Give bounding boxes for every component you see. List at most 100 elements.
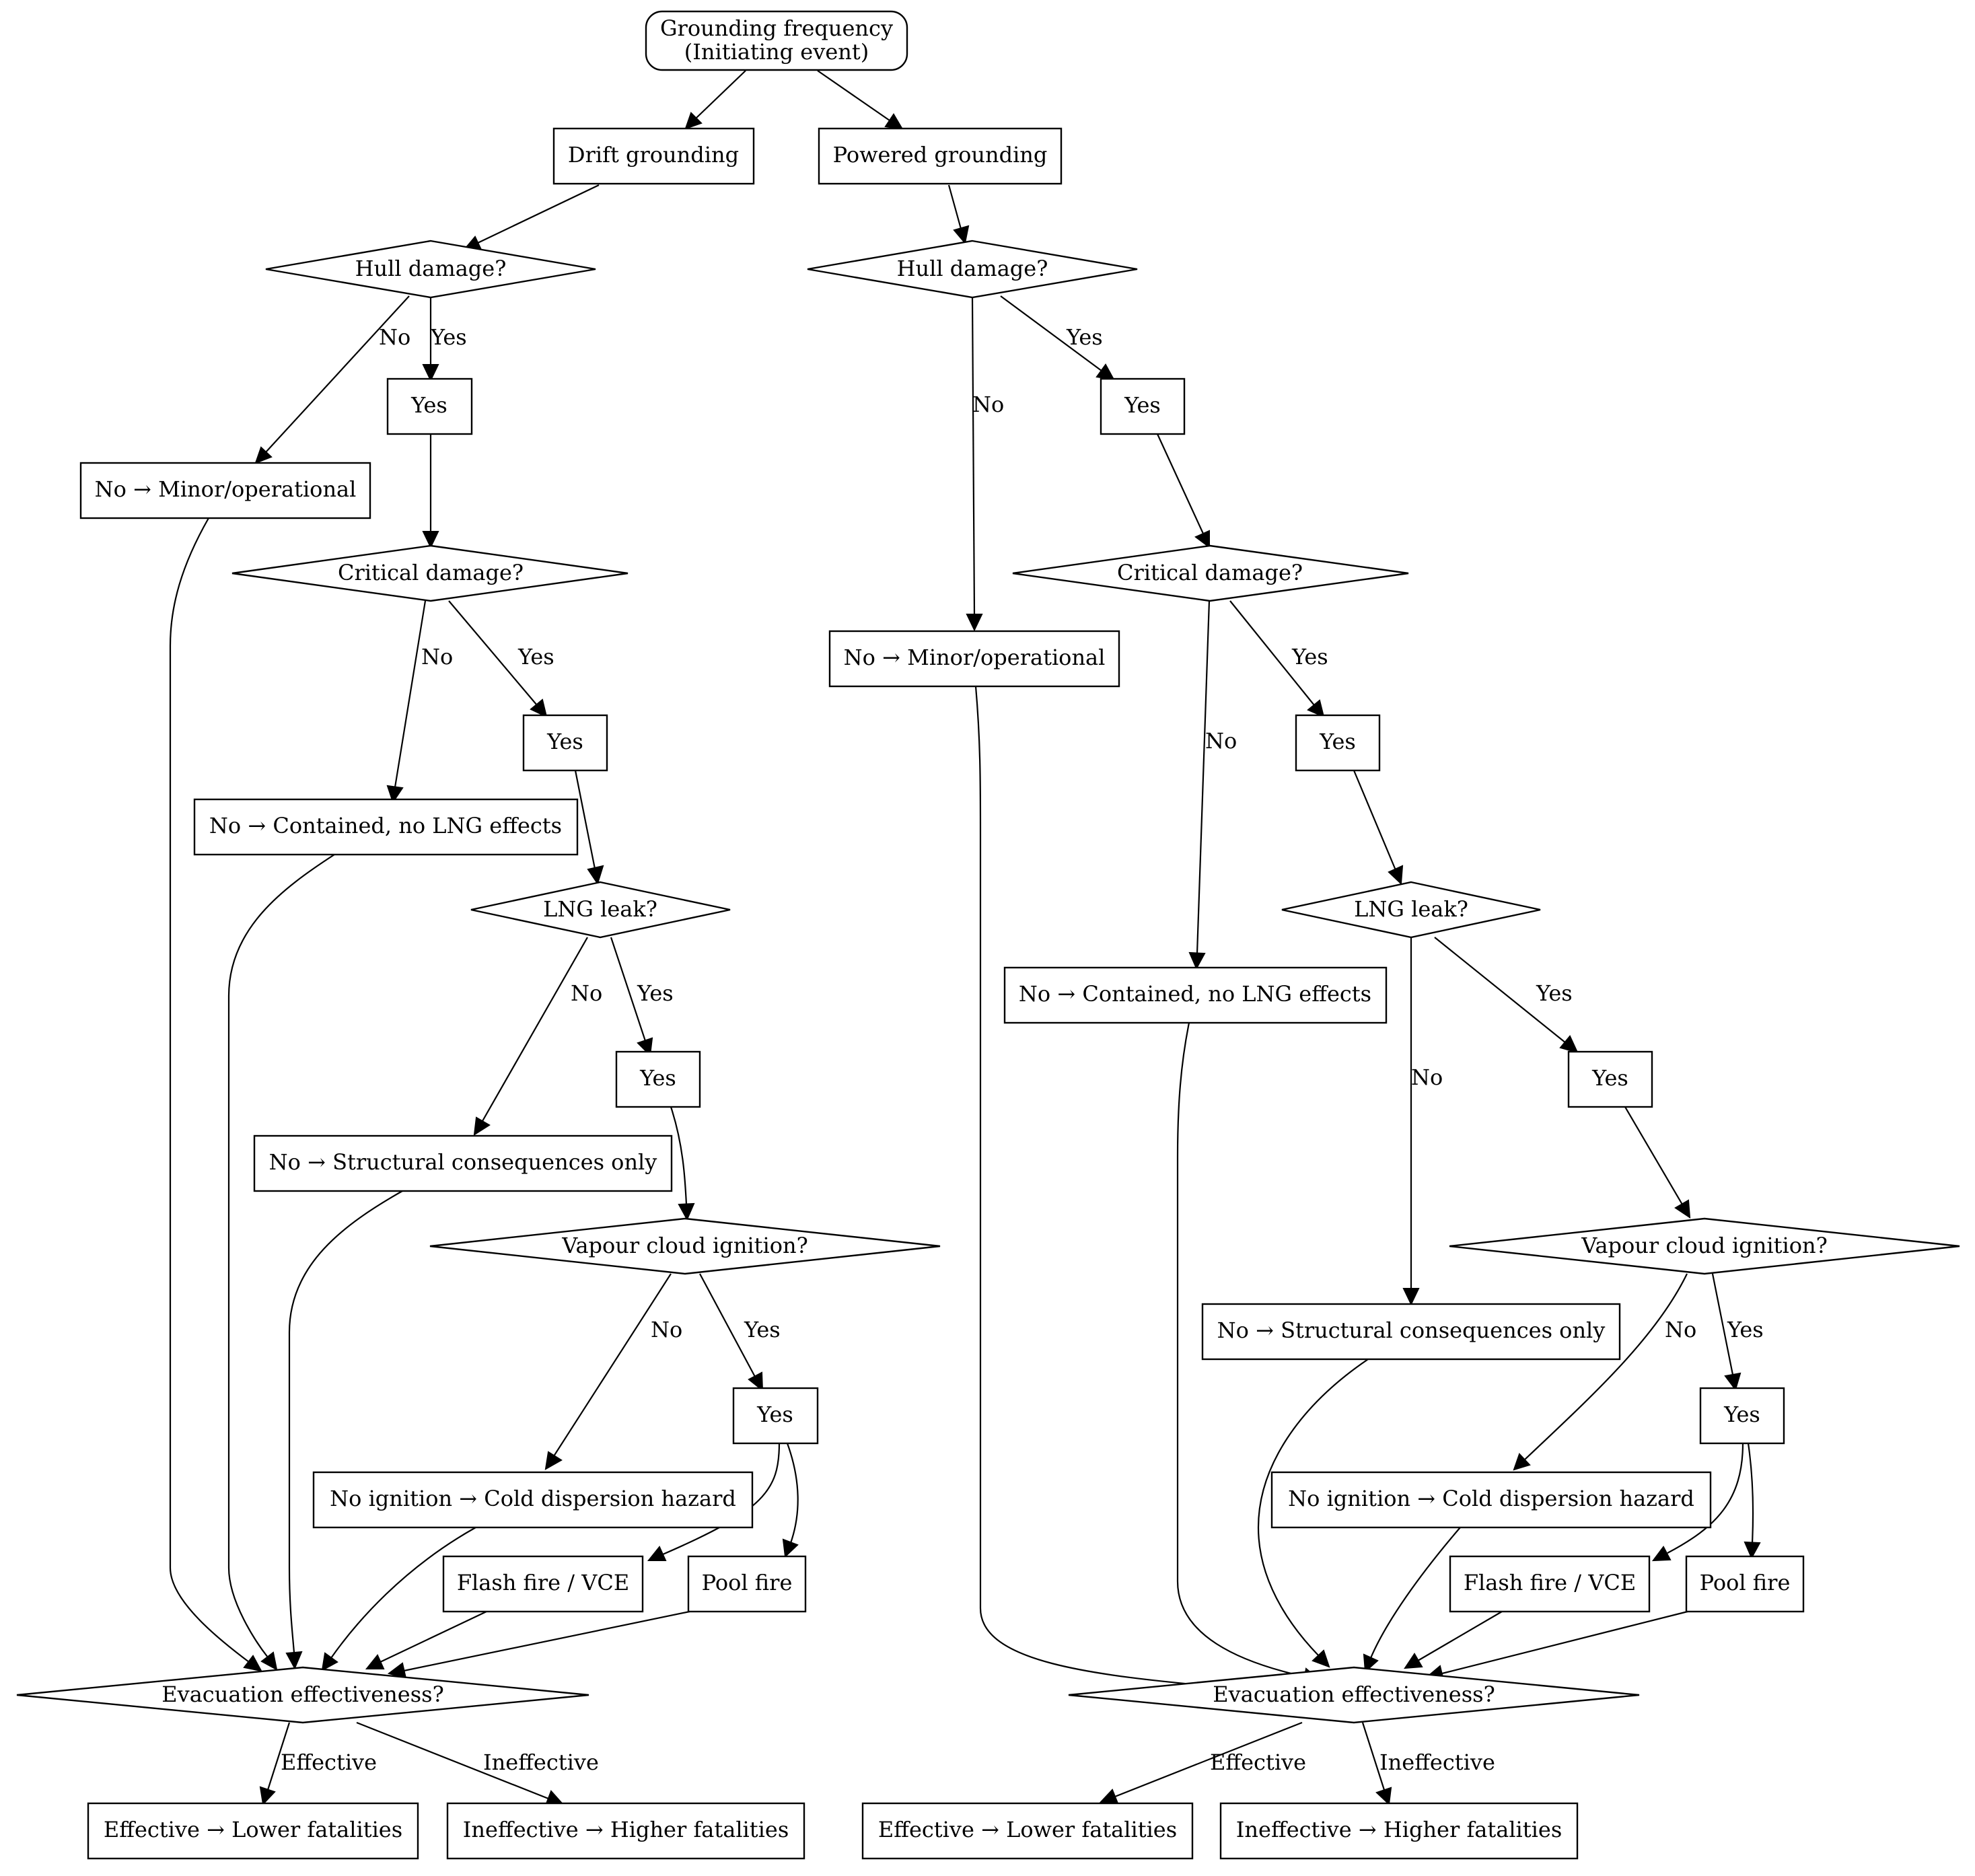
edge-leakno-evac (285, 1190, 403, 1670)
edge-pool-evac (387, 1610, 690, 1680)
node-pool-fire: Pool fire (687, 1555, 807, 1613)
edge-drift-hull (462, 184, 600, 250)
edge-rcrit-no (1188, 600, 1211, 970)
edge-rflash-evac (1404, 1611, 1503, 1669)
node-label: No → Structural consequences only (269, 1149, 657, 1175)
edge-rleakno-evac (1257, 1359, 1369, 1668)
root-line-1: Grounding frequency (660, 15, 893, 41)
node-label: Evacuation effectiveness? (161, 1682, 443, 1707)
node-contained-no-lng: No → Contained, no LNG effects (1003, 966, 1388, 1024)
edge-label-yes: Yes (517, 644, 554, 670)
edge-label-yes: Yes (1066, 324, 1103, 350)
node-label: Pool fire (1700, 1570, 1791, 1595)
edge-rignyes-flash (1651, 1443, 1744, 1562)
node-label: Vapour cloud ignition? (561, 1233, 807, 1258)
node-pool-fire: Pool fire (1685, 1555, 1805, 1613)
edge-label-effective: Effective (1210, 1749, 1306, 1775)
edge-rhullno-evac (974, 686, 1245, 1696)
node-label: Yes (1124, 392, 1161, 418)
root-line-2: (Initiating event) (684, 39, 869, 65)
node-initiating-event: Grounding frequency (Initiating event) (645, 10, 908, 71)
edge-label-no: No (571, 980, 602, 1006)
edge-label-effective: Effective (281, 1749, 377, 1775)
node-lower-fatalities: Effective → Lower fatalities (861, 1802, 1194, 1860)
edge-label-yes: Yes (430, 324, 467, 350)
edge-labels: No Yes No Yes No Yes No Yes Effective In… (281, 324, 1764, 1775)
node-label: LNG leak? (543, 896, 657, 922)
node-flash-fire-vce: Flash fire / VCE (1449, 1555, 1651, 1613)
edge-ignyes-flash (647, 1443, 781, 1561)
edge-label-no: No (972, 392, 1004, 417)
edge-rignno-evac (1363, 1527, 1461, 1673)
node-structural-only: No → Structural consequences only (253, 1134, 673, 1192)
edge-rignyes-pool (1744, 1443, 1761, 1560)
edge-rcrityes-leak (1353, 770, 1404, 886)
edge-label-yes: Yes (637, 980, 674, 1006)
node-structural-only: No → Structural consequences only (1201, 1303, 1621, 1361)
node-minor-operational: No → Minor/operational (79, 462, 371, 519)
node-label: No → Structural consequences only (1217, 1318, 1606, 1343)
edge-label-no: No (421, 644, 453, 670)
node-label: Pool fire (702, 1570, 793, 1595)
node-lng-leak-yes: Yes (1567, 1050, 1653, 1108)
node-label: Effective → Lower fatalities (104, 1817, 402, 1842)
node-label: Hull damage? (897, 256, 1048, 281)
node-label: No → Minor/operational (844, 645, 1106, 670)
edge-hullno-evac (169, 517, 262, 1672)
edge-label-yes: Yes (1727, 1317, 1764, 1342)
edge-rleak-yes (1434, 937, 1579, 1054)
node-powered-grounding: Powered grounding (818, 127, 1063, 185)
edge-label-yes: Yes (1536, 980, 1573, 1006)
node-label: No ignition → Cold dispersion hazard (1288, 1486, 1694, 1511)
node-hull-damage-question: Hull damage? (265, 240, 596, 299)
edge-powered-hull (947, 184, 970, 245)
node-label: Yes (1591, 1065, 1628, 1091)
node-hull-damage-yes: Yes (386, 377, 473, 435)
edge-root-powered (817, 70, 904, 131)
node-critical-damage-question: Critical damage? (1012, 544, 1409, 602)
edge-rhullyes-crit (1157, 433, 1210, 548)
node-label: Evacuation effectiveness? (1213, 1682, 1495, 1707)
edge-hullyes-crit (422, 434, 439, 549)
edge-ign-yes (699, 1273, 764, 1392)
node-flash-fire-vce: Flash fire / VCE (442, 1555, 644, 1613)
edge-leakyes-ign (670, 1106, 695, 1221)
node-contained-no-lng: No → Contained, no LNG effects (193, 798, 579, 856)
node-critical-damage-yes: Yes (522, 714, 608, 772)
node-label: Ineffective → Higher fatalities (463, 1817, 789, 1842)
edge-leak-yes (610, 937, 653, 1057)
node-label: No → Contained, no LNG effects (209, 813, 562, 838)
node-cold-dispersion: No ignition → Cold dispersion hazard (312, 1471, 754, 1529)
edges (169, 70, 1761, 1807)
edge-rleakyes-ign (1624, 1106, 1691, 1219)
node-critical-damage-question: Critical damage? (231, 544, 629, 602)
edge-label-yes: Yes (744, 1317, 781, 1342)
edge-evac-eff (259, 1722, 291, 1806)
node-lng-leak-yes: Yes (615, 1050, 701, 1108)
edge-ign-no (544, 1273, 672, 1470)
node-hull-damage-question: Hull damage? (807, 240, 1138, 299)
node-label: No ignition → Cold dispersion hazard (330, 1486, 736, 1511)
edge-revac-ineff (1361, 1722, 1392, 1806)
node-lng-leak-question: LNG leak? (1281, 881, 1541, 939)
node-label: Flash fire / VCE (457, 1570, 629, 1595)
edge-crit-yes (448, 600, 548, 718)
edge-hull-no (254, 295, 410, 464)
edge-label-ineffective: Ineffective (483, 1749, 599, 1775)
node-ignition-yes: Yes (732, 1387, 819, 1445)
edge-rleak-no (1402, 937, 1420, 1306)
edge-ignno-evac (321, 1527, 476, 1671)
node-label: No → Minor/operational (95, 476, 357, 502)
node-hull-damage-yes: Yes (1100, 377, 1186, 435)
edge-rhull-no (966, 295, 983, 632)
edge-crityes-leak (574, 770, 604, 886)
node-label: Hull damage? (355, 256, 507, 281)
node-lng-leak-question: LNG leak? (470, 881, 731, 939)
node-ignition-yes: Yes (1699, 1387, 1785, 1445)
edge-label-no: No (379, 324, 410, 350)
node-label: Yes (756, 1402, 793, 1427)
node-cold-dispersion: No ignition → Cold dispersion hazard (1270, 1471, 1712, 1529)
node-label: Flash fire / VCE (1464, 1570, 1636, 1595)
node-label: Yes (1319, 729, 1356, 754)
node-label: Critical damage? (1117, 560, 1303, 585)
